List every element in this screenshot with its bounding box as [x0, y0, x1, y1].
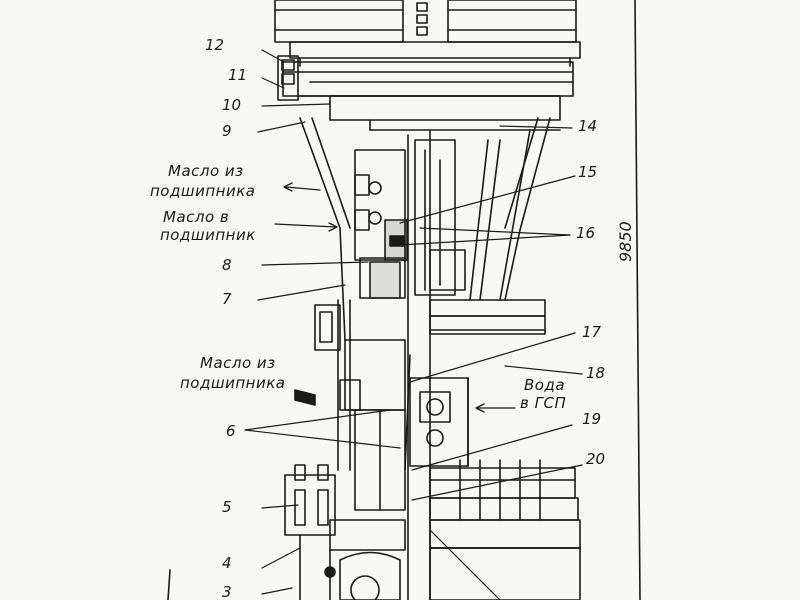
callout-12: 12	[205, 36, 225, 54]
water-line2: в ГСП	[520, 394, 567, 412]
oil-out-bottom-line1: Масло из	[200, 354, 276, 372]
callout-15: 15	[578, 163, 598, 181]
water-line1: Вода	[524, 376, 566, 394]
left-edge-mark	[167, 569, 171, 600]
oil-out-top-line2: подшипника	[150, 182, 256, 200]
callout-20: 20	[586, 450, 606, 468]
callout-17: 17	[582, 323, 602, 341]
flow-arrows	[274, 182, 516, 413]
base-assembly	[284, 464, 406, 600]
top-flange	[277, 55, 574, 131]
callout-18: 18	[586, 364, 606, 382]
callout-8: 8	[222, 256, 232, 274]
callout-3: 3	[222, 583, 232, 600]
callout-14: 14	[578, 117, 598, 135]
callout-6: 6	[226, 422, 236, 440]
oil-out-bottom-line2: подшипника	[180, 374, 286, 392]
top-rotor-block	[274, 0, 581, 67]
callout-11: 11	[228, 66, 248, 84]
callout-7: 7	[222, 290, 232, 308]
left-body	[294, 299, 406, 511]
leader-lines	[244, 49, 583, 600]
callout-5: 5	[222, 498, 232, 516]
oil-out-top-line1: Масло из	[168, 162, 244, 180]
callout-19: 19	[582, 410, 602, 428]
callout-4: 4	[222, 554, 232, 572]
oil-in-line2: подшипник	[160, 226, 256, 244]
oil-in-line1: Масло в	[163, 208, 230, 226]
lower-stack	[429, 459, 581, 600]
callout-16: 16	[576, 224, 596, 242]
conical-housing	[299, 117, 551, 341]
right-cooler	[404, 299, 546, 471]
central-shaft	[407, 129, 466, 600]
side-code: 9850	[616, 221, 635, 262]
frame-edge-line	[634, 0, 641, 600]
callout-9: 9	[222, 122, 232, 140]
bearing-housing-left	[354, 149, 408, 299]
callout-10: 10	[222, 96, 242, 114]
